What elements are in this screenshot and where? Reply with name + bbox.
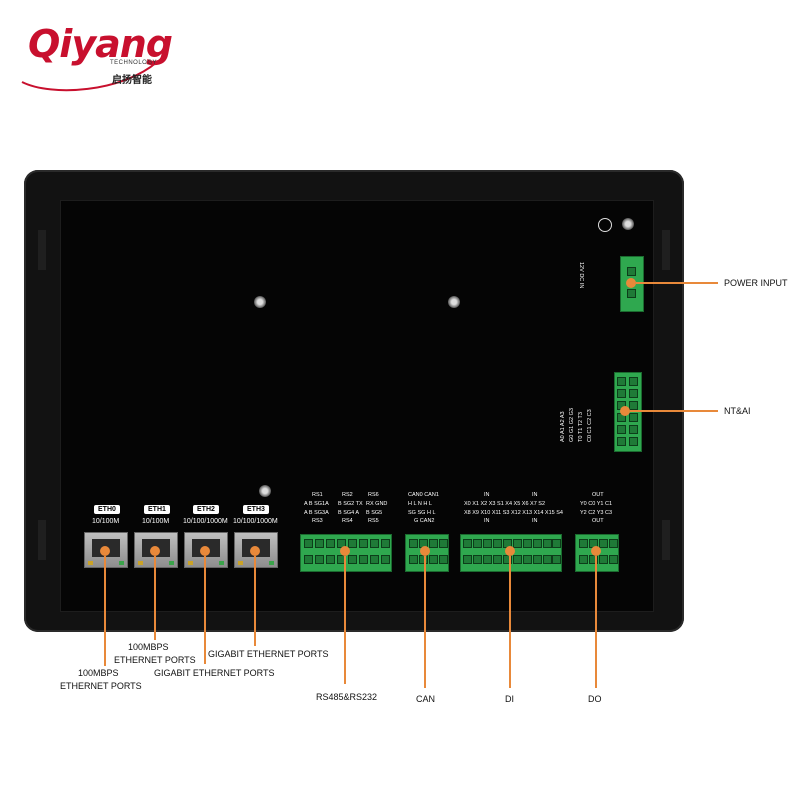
rs-silk-8: B SG4 A xyxy=(338,510,360,516)
screw-icon xyxy=(622,218,634,230)
eth3-marker xyxy=(250,546,260,556)
do-silk-3: Y2 C2 Y3 C3 xyxy=(580,510,613,516)
eth0-leader-line xyxy=(104,556,106,666)
callout-eth0-line1: 100MBPS xyxy=(78,668,119,678)
callout-eth3: GIGABIT ETHERNET PORTS xyxy=(208,649,329,659)
rs-silk-6: RX GND xyxy=(366,501,388,507)
can-silk-4: G CAN2 xyxy=(414,518,435,524)
side-tab xyxy=(662,520,670,560)
eth0-marker xyxy=(100,546,110,556)
callout-eth1-line2: ETHERNET PORTS xyxy=(114,655,196,665)
ntc-leader-line xyxy=(630,410,718,412)
do-marker xyxy=(591,546,601,556)
can-marker xyxy=(420,546,430,556)
di-marker xyxy=(505,546,515,556)
side-tab xyxy=(662,230,670,270)
do-terminal xyxy=(575,534,619,572)
can-silk-2: H L N H L xyxy=(408,501,432,507)
power-marker xyxy=(626,278,636,288)
rs-silk-7: A B SG3A xyxy=(304,510,329,516)
rs-silk-9: B SG5 xyxy=(366,510,383,516)
eth1-leader-line xyxy=(154,556,156,640)
brand-subtitle-en: TECHNOLOGY xyxy=(110,60,158,66)
eth3-leader-line xyxy=(254,556,256,646)
can-leader-line xyxy=(424,556,426,688)
eth2-label: ETH2 xyxy=(193,505,219,514)
rs-silk-11: RS4 xyxy=(342,518,353,524)
rs-silk-4: A B SG1A xyxy=(304,501,329,507)
eth3-speed: 10/100/1000M xyxy=(233,518,278,525)
screw-icon xyxy=(254,296,266,308)
eth2-marker xyxy=(200,546,210,556)
do-silk-2: Y0 C0 Y1 C1 xyxy=(580,501,613,507)
power-leader-line xyxy=(636,282,718,284)
di-silk-4: X8 X9 X10 X11 S3 X12 X13 X14 X15 S4 xyxy=(464,510,563,516)
di-silk-2: IN xyxy=(532,492,538,498)
screw-icon xyxy=(259,485,271,497)
do-leader-line xyxy=(595,556,597,688)
rs-silk-2: RS2 xyxy=(342,492,353,498)
di-silk-3: X0 X1 X2 X3 S1 X4 X5 X6 X7 S2 xyxy=(464,501,546,507)
screw-icon xyxy=(448,296,460,308)
callout-eth1-line1: 100MBPS xyxy=(128,642,169,652)
callout-power-input: POWER INPUT xyxy=(724,278,788,288)
do-silk-1: OUT xyxy=(592,492,604,498)
can-silk-3: SG SG H L xyxy=(408,510,436,516)
ntc-ai-terminal xyxy=(614,372,642,452)
rs-silk-1: RS1 xyxy=(312,492,323,498)
side-tab xyxy=(38,520,46,560)
di-silk-1: IN xyxy=(484,492,490,498)
eth1-label: ETH1 xyxy=(144,505,170,514)
di-silk-6: IN xyxy=(532,518,538,524)
brand-logo xyxy=(12,18,172,98)
rs-silk-12: RS5 xyxy=(368,518,379,524)
rs-leader-line xyxy=(344,556,346,684)
rs-silk-3: RS6 xyxy=(368,492,379,498)
eth1-speed: 10/100M xyxy=(142,518,170,525)
di-silk-5: IN xyxy=(484,518,490,524)
callout-rs485-rs232: RS485&RS232 xyxy=(316,692,378,702)
eth2-port xyxy=(184,532,228,568)
ntc-marker xyxy=(620,406,630,416)
power-terminal xyxy=(620,256,644,312)
side-tab xyxy=(38,230,46,270)
logo-swoosh-icon xyxy=(21,61,158,92)
eth0-label: ETH0 xyxy=(94,505,120,514)
eth2-leader-line xyxy=(204,556,206,664)
ntc-silk: A0 A1 A2 A3 G0 G1 G2 G3 T0 T1 T2 T3 C0 C… xyxy=(560,408,593,442)
ground-icon xyxy=(598,218,612,232)
eth2-speed: 10/100/1000M xyxy=(183,518,228,525)
do-silk-4: OUT xyxy=(592,518,604,524)
di-leader-line xyxy=(509,556,511,688)
callout-can: CAN xyxy=(416,694,436,704)
rs-silk-10: RS3 xyxy=(312,518,323,524)
power-silk: 12V DC IN xyxy=(578,262,584,289)
callout-eth2: GIGABIT ETHERNET PORTS xyxy=(154,668,275,678)
brand-subtitle-cn: 启扬智能 xyxy=(112,75,152,86)
callout-eth0-line2: ETHERNET PORTS xyxy=(60,681,142,691)
brand-wordmark: Qiyang xyxy=(28,22,173,66)
callout-di: DI xyxy=(505,694,514,704)
eth1-marker xyxy=(150,546,160,556)
can-silk-1: CAN0 CAN1 xyxy=(408,492,439,498)
callout-do: DO xyxy=(588,694,602,704)
rs-marker xyxy=(340,546,350,556)
eth0-speed: 10/100M xyxy=(92,518,120,525)
rs-silk-5: B SG2 TX xyxy=(338,501,363,507)
eth3-label: ETH3 xyxy=(243,505,269,514)
callout-nt-ai: NT&AI xyxy=(724,406,751,416)
